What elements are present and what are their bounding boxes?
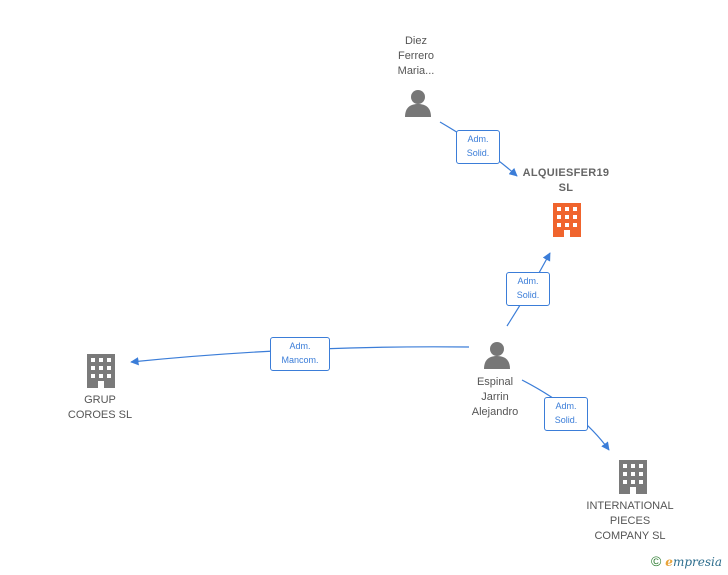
node-label-line: Maria... (397, 65, 435, 77)
edge-label-line: Adm. (289, 341, 311, 351)
node-label-line: Alejandro (471, 406, 519, 418)
node-label-diez[interactable]: Diez Ferrero Maria... (378, 34, 454, 79)
edge-label-espinal-alquiesfer[interactable]: Adm. Solid. (506, 272, 550, 306)
node-label-espinal[interactable]: Espinal Jarrin Alejandro (455, 375, 535, 420)
edge-label-line: Mancom. (281, 355, 319, 365)
edge-label-line: Adm. (555, 401, 577, 411)
node-label-line: COROES SL (67, 409, 133, 421)
node-label-line: SL (558, 182, 574, 194)
node-label-alquiesfer[interactable]: ALQUIESFER19 SL (511, 166, 621, 196)
brand-logo[interactable]: empresia (665, 555, 722, 569)
node-label-line: Jarrin (481, 391, 509, 403)
person-icon-espinal[interactable] (484, 342, 510, 369)
person-icon-diez[interactable] (405, 90, 431, 117)
node-label-line: PIECES (609, 515, 651, 527)
node-label-line: Ferrero (397, 50, 435, 62)
node-label-line: INTERNATIONAL (586, 500, 674, 512)
copyright-icon: © (650, 553, 662, 569)
node-label-grup[interactable]: GRUP COROES SL (52, 393, 148, 423)
edge-label-espinal-international[interactable]: Adm. Solid. (544, 397, 588, 431)
edge-label-line: Solid. (466, 148, 490, 158)
edge-label-line: Solid. (554, 415, 578, 425)
copyright-footer: ©empresia (651, 553, 722, 569)
node-label-line: GRUP (84, 394, 116, 406)
edge-label-espinal-grup[interactable]: Adm. Mancom. (270, 337, 330, 371)
node-label-international[interactable]: INTERNATIONAL PIECES COMPANY SL (575, 499, 685, 544)
node-label-line: ALQUIESFER19 (522, 167, 610, 179)
edge-label-line: Adm. (467, 134, 489, 144)
edge-label-diez-alquiesfer[interactable]: Adm. Solid. (456, 130, 500, 164)
building-icon-alquiesfer[interactable] (553, 203, 581, 237)
building-icon-international[interactable] (619, 460, 647, 494)
building-icon-grup[interactable] (87, 354, 115, 388)
node-label-line: COMPANY SL (594, 530, 666, 542)
edge-label-line: Adm. (517, 276, 539, 286)
node-label-line: Espinal (476, 376, 514, 388)
node-label-line: Diez (404, 35, 427, 47)
edge-label-line: Solid. (516, 290, 540, 300)
